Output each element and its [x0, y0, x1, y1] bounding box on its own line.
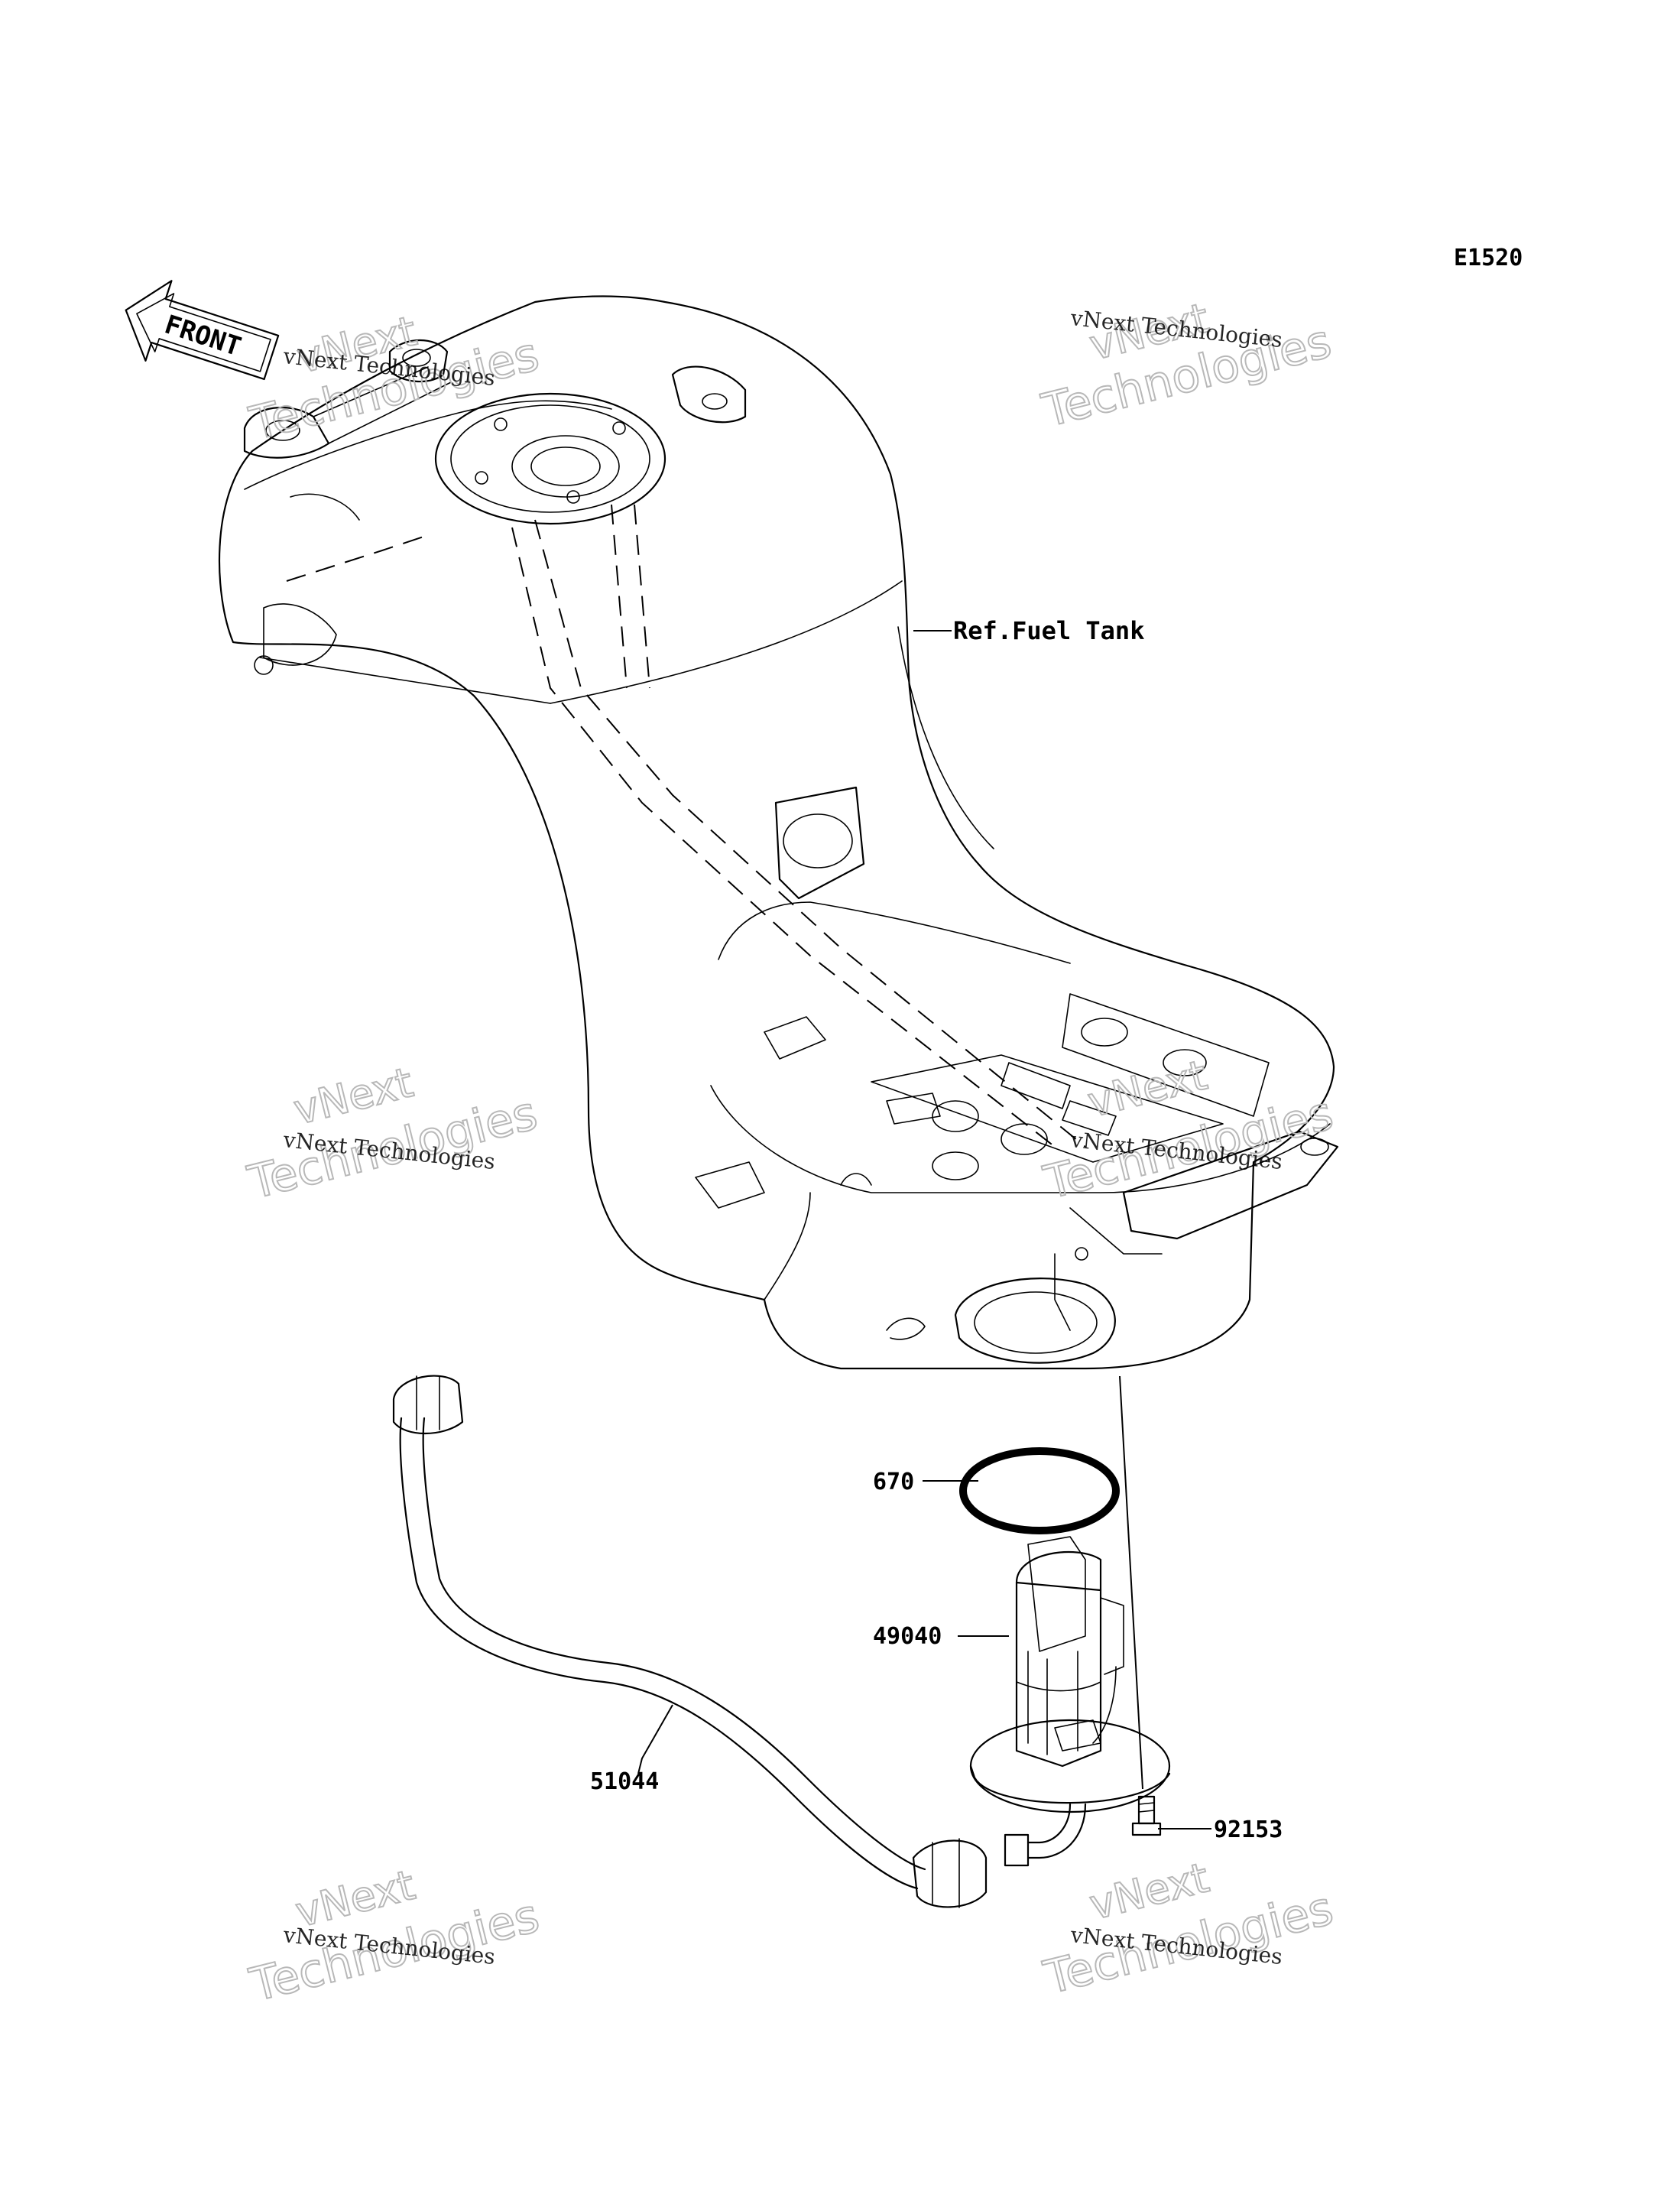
pump-opening [954, 1278, 1116, 1364]
fuel-hose-part [392, 1375, 988, 1908]
fuel-tank [218, 295, 1339, 1370]
label-92153: 92153 [1214, 1817, 1283, 1843]
fuel-pump-part [969, 1536, 1171, 1867]
fuel-tank-outline [218, 295, 1335, 1370]
diagram-code: E1520 [1454, 245, 1523, 271]
front-arrow-icon: FRONT [125, 280, 280, 381]
bolt-part [1131, 1795, 1162, 1836]
o-ring-part [959, 1447, 1120, 1534]
filler-cap-ring [434, 392, 666, 525]
label-670: 670 [873, 1469, 914, 1495]
label-51044: 51044 [590, 1768, 659, 1795]
watermark-mid-left: vNext Technologies [242, 1057, 543, 1210]
watermark-bottom-right: vNext Technologies [1038, 1852, 1339, 2005]
label-ref-fuel-tank: Ref.Fuel Tank [953, 616, 1144, 645]
label-49040: 49040 [873, 1623, 942, 1650]
watermark-bottom-left: vNext Technologies [244, 1860, 545, 2013]
watermark-top-right: vNext Technologies [1036, 293, 1338, 439]
watermark-mid-right: vNext Technologies [1038, 1050, 1339, 1210]
